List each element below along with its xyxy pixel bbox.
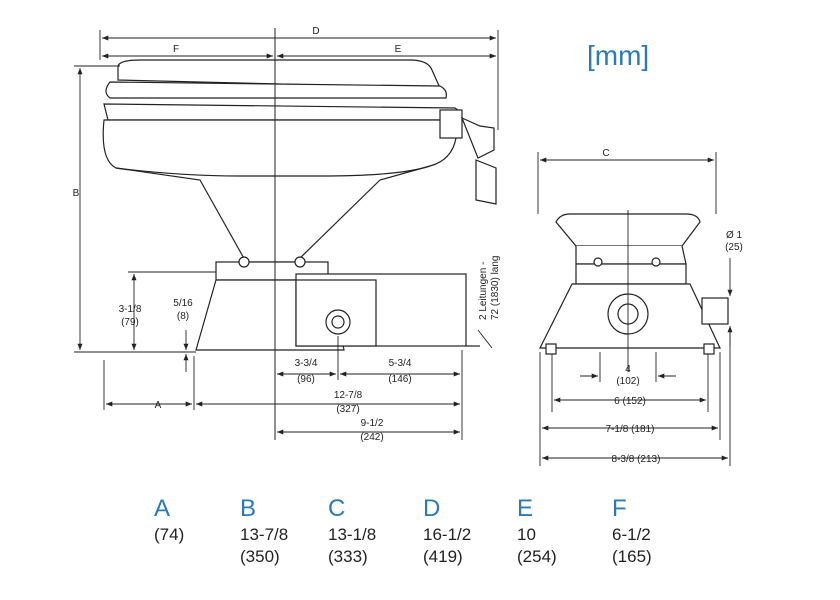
table-column-f: F 6-1/2 (165) (612, 494, 702, 568)
table-letter: E (517, 495, 534, 522)
dim-F: F (173, 44, 179, 55)
dim-E: E (395, 44, 402, 55)
table-letter: B (240, 495, 257, 522)
dim-A: A (155, 400, 162, 411)
table-value-mm: (333) (328, 547, 368, 566)
cable-note-line1: 2 Leitungen - (478, 262, 489, 320)
dim-3-1-8: 3-1/8 (119, 304, 142, 315)
dim-3-1-8-mm: (79) (121, 317, 139, 328)
table-value: 10 (517, 525, 536, 544)
front-dimension-lines (537, 152, 733, 466)
unit-label: [mm] (587, 40, 650, 71)
dim-D: D (312, 26, 319, 37)
dim-12-7-8-mm: (327) (336, 404, 359, 415)
dim-B: B (73, 188, 80, 199)
side-view (102, 28, 497, 440)
table-column-e: E 10 (254) (517, 494, 607, 568)
table-letter: F (612, 495, 627, 522)
dim-dia-1-mm: (25) (725, 242, 743, 253)
front-view (539, 210, 729, 372)
dim-7-1-8: 7-1/8 (181) (606, 424, 655, 435)
dim-3-3-4: 3-3/4 (295, 358, 318, 369)
dim-9-1-2: 9-1/2 (361, 418, 384, 429)
dim-9-1-2-mm: (242) (360, 432, 383, 443)
dim-3-3-4-mm: (96) (297, 374, 315, 385)
table-column-b: B 13-7/8 (350) (240, 494, 330, 568)
side-dimension-lines (74, 30, 499, 440)
table-value-mm: (165) (612, 547, 652, 566)
cable-note-line2: 72 (1830) lang (490, 256, 501, 321)
table-value-mm: (419) (423, 547, 463, 566)
table-value-mm: (350) (240, 547, 280, 566)
dim-dia-1: Ø 1 (726, 230, 743, 241)
table-value: (74) (154, 525, 185, 544)
dim-6: 6 (152) (614, 396, 646, 407)
table-value: 13-7/8 (240, 525, 289, 544)
table-column-d: D 16-1/2 (419) (423, 494, 513, 568)
table-column-a: A (74) (154, 494, 244, 546)
dimension-labels: D F E B 3-1/8 (79) 5/16 (8) A 3-3/4 (96)… (73, 26, 743, 465)
table-letter: A (154, 495, 171, 522)
dim-8-3-8: 8-3/8 (213) (612, 454, 661, 465)
dim-5-3-4: 5-3/4 (389, 358, 412, 369)
table-letter: C (328, 495, 346, 522)
table-value: 13-1/8 (328, 525, 377, 544)
table-value: 16-1/2 (423, 525, 472, 544)
table-value-mm: (254) (517, 547, 557, 566)
dim-C: C (602, 148, 609, 159)
dim-4: 4 (625, 364, 631, 375)
dimension-drawing: D F E B 3-1/8 (79) 5/16 (8) A 3-3/4 (96)… (73, 26, 743, 466)
dim-5-16-mm: (8) (177, 311, 189, 322)
table-value: 6-1/2 (612, 525, 651, 544)
dim-4-mm: (102) (616, 376, 639, 387)
dim-5-3-4-mm: (146) (388, 374, 411, 385)
table-column-c: C 13-1/8 (333) (328, 494, 418, 568)
dim-12-7-8: 12-7/8 (334, 390, 363, 401)
table-letter: D (423, 495, 441, 522)
dim-5-16: 5/16 (173, 298, 193, 309)
